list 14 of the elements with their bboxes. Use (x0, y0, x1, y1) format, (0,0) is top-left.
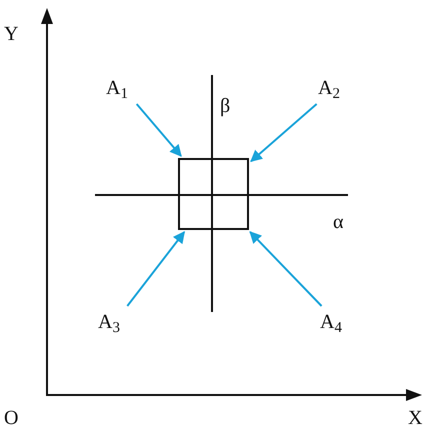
square-box (178, 158, 249, 230)
origin-label: O (4, 408, 18, 428)
arrow (136, 103, 182, 157)
arrow (249, 231, 322, 307)
arrow-label: A$_{2}$ (318, 74, 340, 102)
arrow (250, 103, 318, 162)
arrow-label: A$_{4}$ (320, 308, 342, 336)
arrow (126, 231, 186, 307)
arrow-label: A$_{1}$ (106, 74, 128, 102)
alpha-label: α (333, 212, 344, 232)
arrow-label: A$_{3}$ (98, 308, 120, 336)
y-axis-label: Y (4, 24, 18, 44)
beta-label: β (220, 96, 230, 116)
x-axis-label: X (408, 408, 422, 428)
